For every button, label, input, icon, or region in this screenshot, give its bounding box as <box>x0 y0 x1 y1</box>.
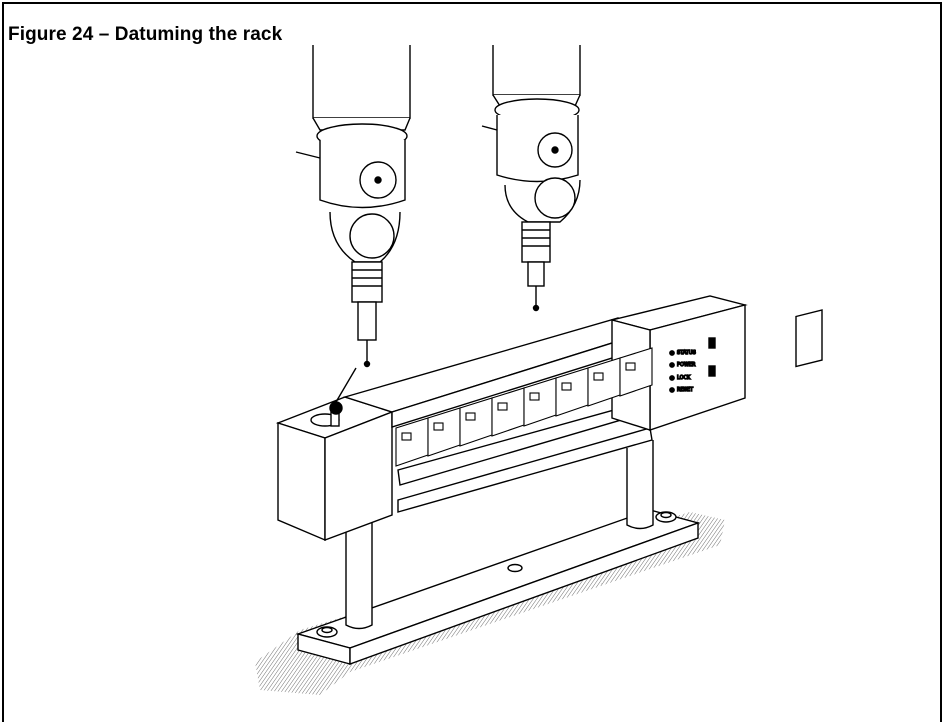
rack-ports <box>395 347 653 467</box>
rack-legs <box>345 440 654 630</box>
figure-caption: Figure 24 – Datuming the rack <box>8 24 283 45</box>
rack-datuming-illustration: STATUS POWER LOCK RESET <box>255 45 823 695</box>
svg-text:POWER: POWER <box>677 362 696 368</box>
rack-body: STATUS POWER LOCK RESET <box>275 295 823 542</box>
left-probe-head <box>295 45 411 368</box>
svg-text:RESET: RESET <box>677 387 694 393</box>
svg-text:STATUS: STATUS <box>677 350 696 356</box>
svg-text:LOCK: LOCK <box>677 375 691 381</box>
rack-base <box>295 509 701 665</box>
right-probe-head <box>481 45 581 312</box>
